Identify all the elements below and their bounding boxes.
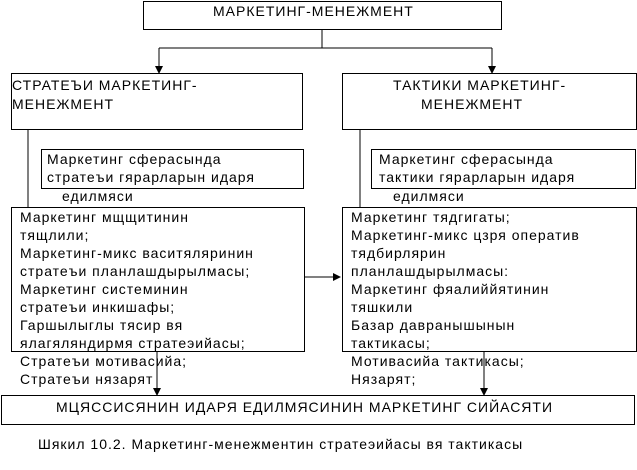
tactical-list-item: планлашдырылмасы:	[351, 263, 510, 279]
strategic-list-item: Стратеъи нязарят	[20, 371, 154, 387]
strategic-sub-line2: стратеъи гярарларын идаря	[47, 169, 255, 185]
tactical-sub-box	[371, 149, 636, 189]
strategic-list-item: Маркетинг системинин	[20, 281, 189, 297]
strategic-list-item: тящлили;	[20, 227, 90, 243]
strategic-sub-line1: Маркетинг сферасында	[47, 151, 222, 167]
tactical-list-item: тактикасы;	[351, 335, 431, 351]
strategic-list-item: Гаршылыглы тясир вя	[20, 317, 184, 333]
strategic-list-item: Стратеъи мотивасийа;	[20, 353, 188, 369]
tactical-title-line1: ТАКТИКИ МАРКЕТИНГ-	[393, 77, 567, 93]
strategic-list-item: Маркетинг-микс васитяляринин	[20, 245, 254, 261]
strategic-list-item: ялагяляндирмя стратеэийасы;	[20, 335, 246, 351]
tactical-header-box	[342, 73, 637, 130]
marketing-policy-box	[1, 395, 635, 425]
tactical-list-item: тядбирлярин	[351, 245, 447, 261]
strategic-sub-box	[41, 149, 304, 189]
strategic-header-box	[11, 73, 303, 130]
tactical-list-item: Нязарят;	[351, 371, 417, 387]
strategic-list-item: Маркетинг мщщитинин	[20, 209, 189, 225]
strategic-list-item: стратеъи инкишафы;	[20, 299, 176, 315]
marketing-management-title: МАРКЕТИНГ-МЕНЕЖМЕНТ	[213, 3, 414, 19]
strategic-title-line2: МЕНЕЖМЕНТ	[12, 96, 115, 112]
strategic-sub-line3: едилмяси	[62, 188, 134, 204]
tactical-list-item: Маркетинг тядгигаты;	[351, 209, 511, 225]
strategic-list-box	[11, 207, 305, 352]
tactical-list-box	[342, 207, 637, 352]
tactical-sub-line2: тактики гярарларын идаря	[379, 169, 576, 185]
tactical-sub-line3: едилмяси	[393, 188, 465, 204]
strategic-title-line1: СТРАТЕЪИ МАРКЕТИНГ-	[12, 77, 198, 93]
tactical-sub-line1: Маркетинг сферасында	[379, 151, 554, 167]
tactical-title-line2: МЕНЕЖМЕНТ	[421, 96, 524, 112]
strategic-list-item: стратеъи планлашдырылмасы;	[20, 263, 251, 279]
tactical-list-item: Мотивасийа тактикасы;	[351, 353, 525, 369]
tactical-list-item: Базар давранышынын	[351, 317, 516, 333]
tactical-list-item: тяшкили	[351, 299, 414, 315]
marketing-policy-title: МЦЯССИСЯНИН ИДАРЯ ЕДИЛМЯСИНИН МАРКЕТИНГ …	[56, 399, 554, 415]
figure-caption: Шякил 10.2. Маркетинг-менежментин страте…	[38, 436, 524, 452]
tactical-list-item: Маркетинг фяалиййятинин	[351, 281, 550, 297]
tactical-list-item: Маркетинг-микс цзря оператив	[351, 227, 580, 243]
marketing-management-box	[143, 1, 502, 30]
